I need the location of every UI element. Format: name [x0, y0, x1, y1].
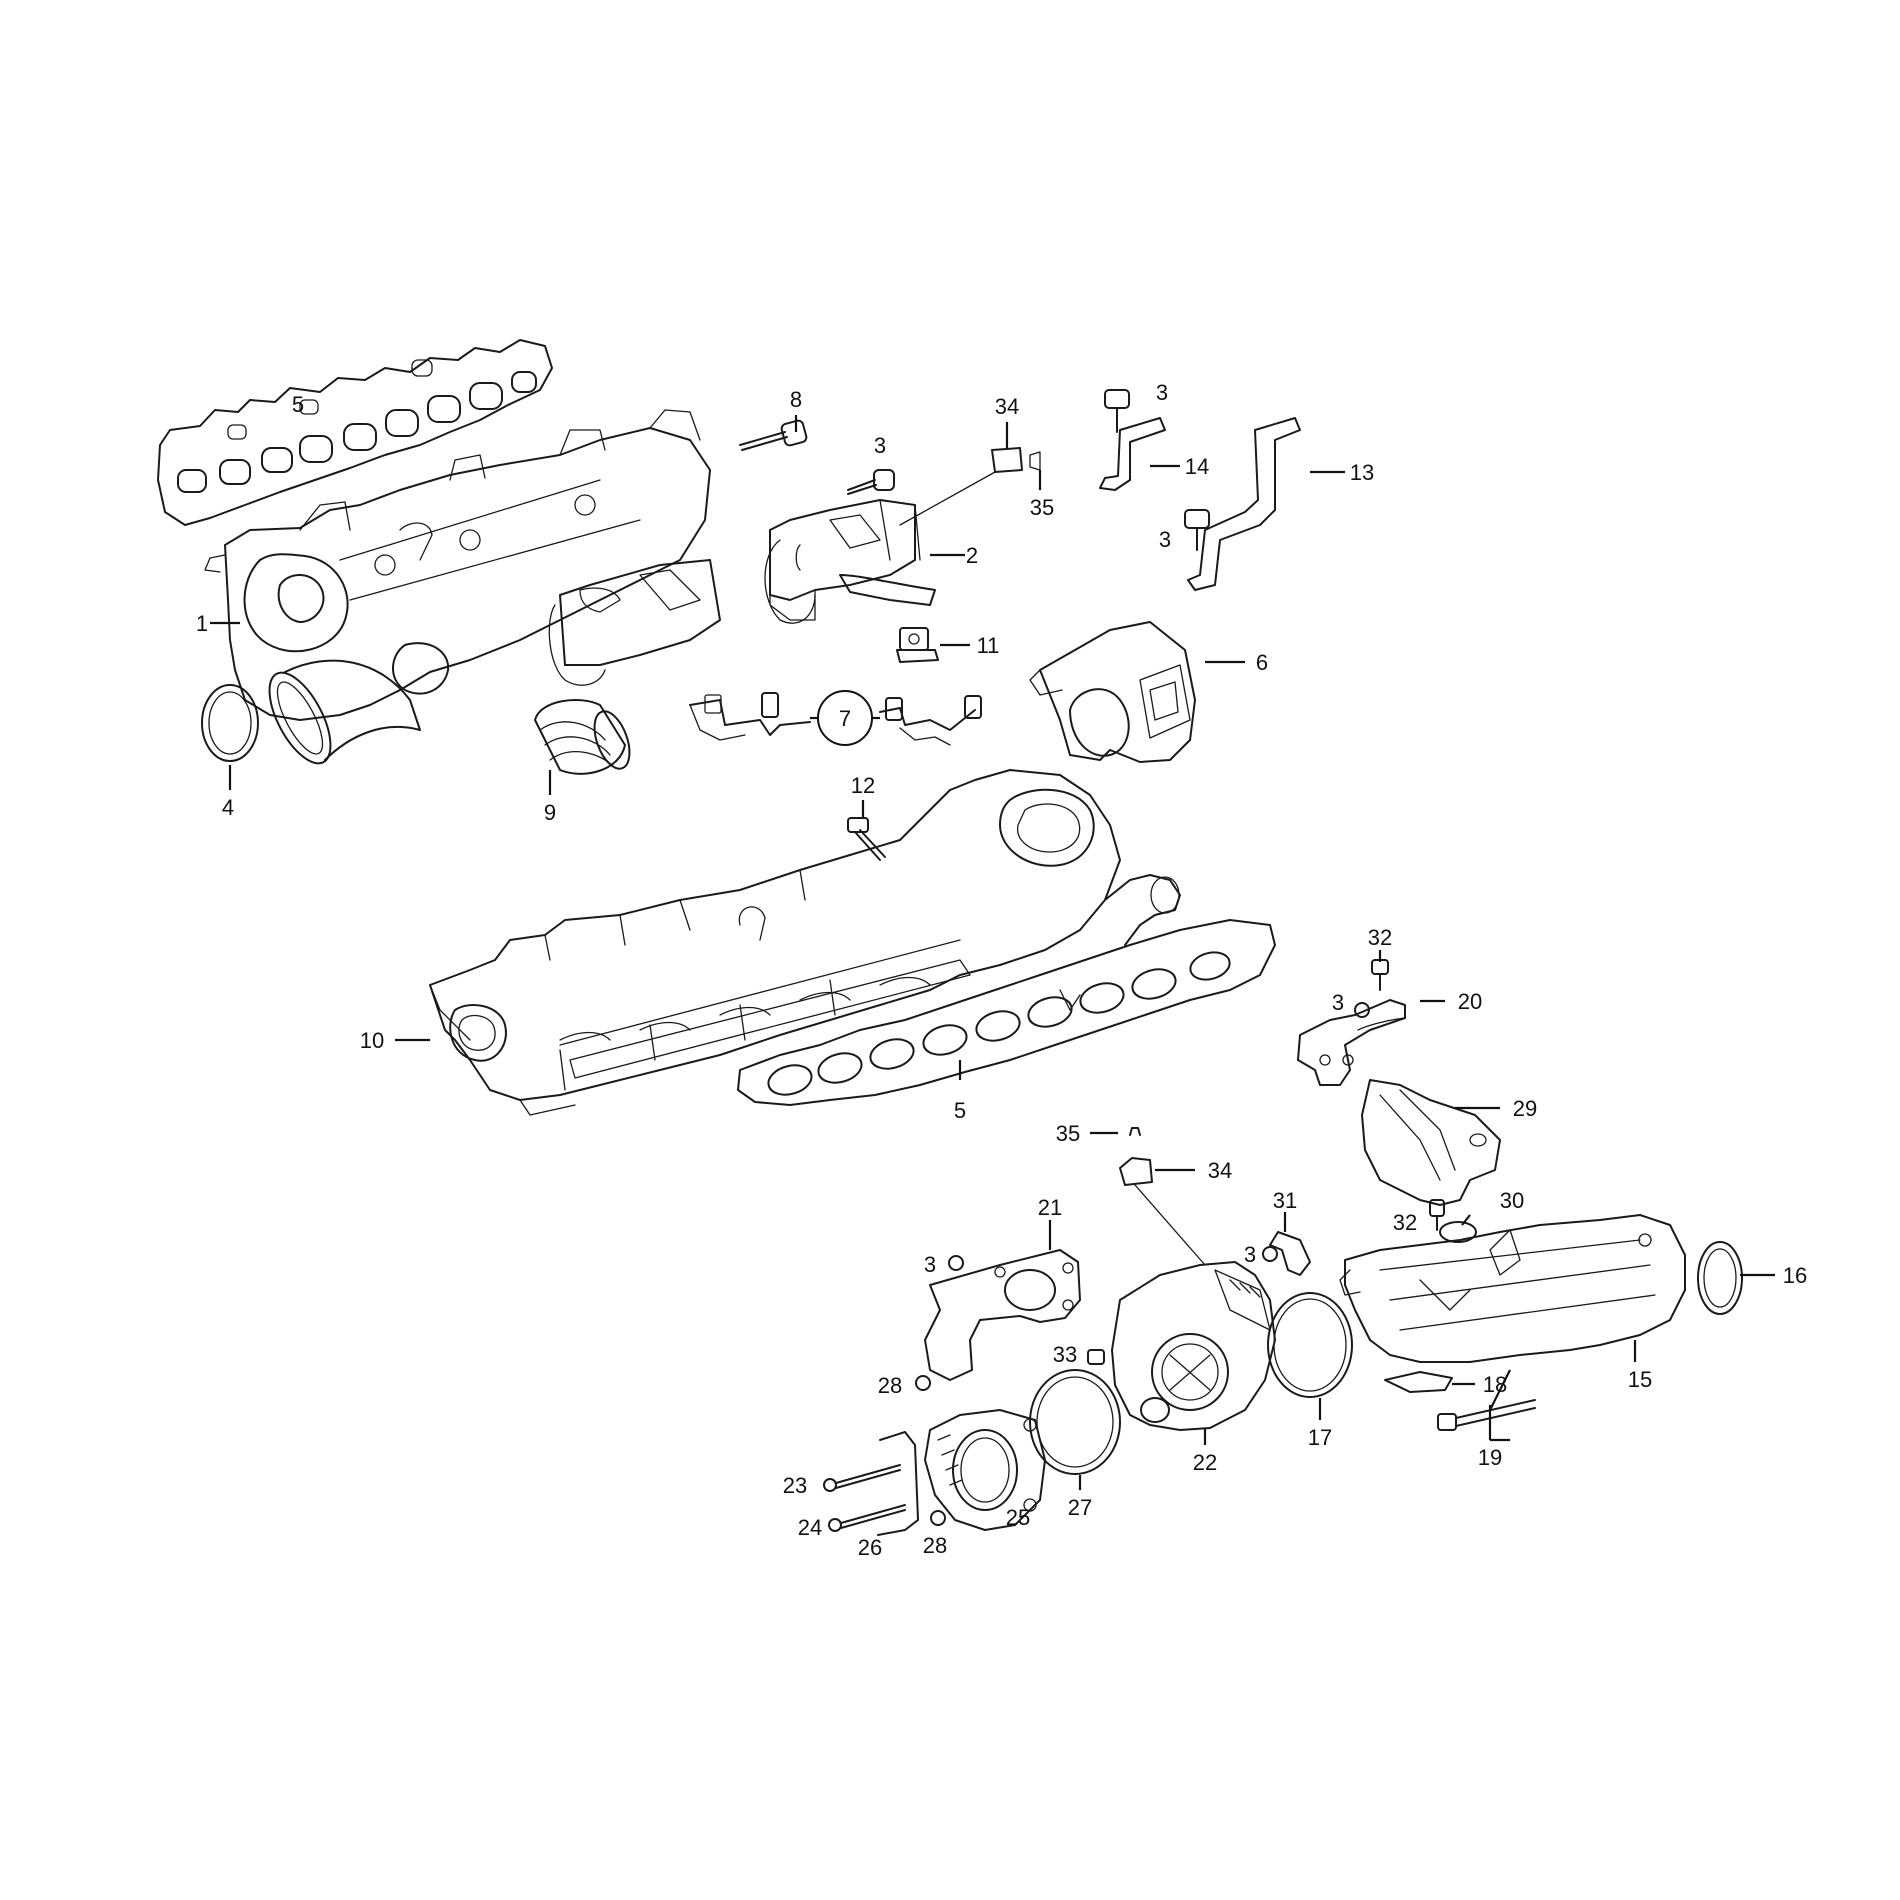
callout-3-bracket20: 3	[1332, 990, 1344, 1015]
seal-16	[1697, 1241, 1743, 1315]
connector-34-lower	[1119, 1127, 1206, 1266]
bracket-14	[1099, 417, 1166, 491]
callout-35-lower: 35	[1056, 1121, 1080, 1146]
bolt-19	[1437, 1399, 1536, 1431]
bracket-20	[1297, 999, 1406, 1086]
hose-9	[534, 699, 631, 775]
callout-18: 18	[1483, 1372, 1507, 1397]
callout-13: 13	[1350, 460, 1374, 485]
sensor-11	[896, 627, 939, 663]
bolt-24	[828, 1504, 906, 1532]
callout-33: 33	[1053, 1342, 1077, 1367]
callout-5-upper: 5	[292, 392, 304, 417]
bolt-23	[823, 1464, 901, 1492]
callout-12: 12	[851, 773, 875, 798]
callout-19: 19	[1478, 1445, 1502, 1470]
callout-16: 16	[1783, 1263, 1807, 1288]
bolt-3-d	[1354, 1002, 1370, 1018]
intake-gasket-lower	[737, 919, 1276, 1106]
bolt-3-c	[1184, 509, 1210, 551]
egr-cooler-15	[1339, 1214, 1686, 1363]
heat-shield-29	[1361, 1079, 1501, 1206]
callout-3-upper-mid: 3	[874, 433, 886, 458]
callout-5-lower: 5	[954, 1098, 966, 1123]
callout-8: 8	[790, 387, 802, 412]
bolt-12	[847, 817, 886, 861]
callout-2: 2	[966, 543, 978, 568]
inlet-elbow-pipe	[268, 659, 421, 765]
callout-31: 31	[1273, 1188, 1297, 1213]
leader-lines	[210, 415, 1775, 1490]
callout-29: 29	[1513, 1096, 1537, 1121]
gasket-30	[1439, 1221, 1477, 1243]
callout-21: 21	[1038, 1195, 1062, 1220]
callout-11: 11	[977, 633, 1000, 658]
callout-14: 14	[1185, 454, 1209, 479]
callout-28-lower: 28	[923, 1533, 947, 1558]
callout-4: 4	[222, 795, 234, 820]
callout-28-upper: 28	[878, 1373, 902, 1398]
throttle-housing-6	[1029, 621, 1196, 763]
callout-6: 6	[1256, 650, 1268, 675]
callout-17: 17	[1308, 1425, 1332, 1450]
callout-3-bracket21: 3	[924, 1252, 936, 1277]
intake-manifold-lower	[429, 769, 1181, 1116]
bolt-8	[739, 419, 808, 451]
bracket-21	[924, 1249, 1081, 1381]
egr-block-manifold	[548, 559, 721, 686]
callout-15: 15	[1628, 1367, 1652, 1392]
callout-10: 10	[360, 1028, 384, 1053]
callout-26: 26	[858, 1535, 882, 1560]
clip-26	[877, 1431, 919, 1536]
callout-34-lower: 34	[1208, 1158, 1232, 1183]
intake-manifold-upper	[204, 409, 711, 721]
callout-3-top-right: 3	[1156, 380, 1168, 405]
callout-24: 24	[798, 1515, 822, 1540]
actuator-harness-7	[689, 692, 982, 746]
bolt-3-b	[1104, 389, 1130, 433]
callout-20: 20	[1458, 989, 1482, 1014]
callout-7: 7	[839, 706, 851, 731]
connector-34-upper	[899, 447, 1041, 526]
callout-32-upper: 32	[1368, 925, 1392, 950]
intake-gasket-upper	[157, 339, 553, 526]
seal-27	[1029, 1369, 1121, 1475]
bolt-3-e	[948, 1255, 964, 1271]
bolt-3-f	[1262, 1246, 1278, 1262]
bolt-32-a	[1371, 959, 1389, 991]
o-ring-4	[201, 684, 259, 762]
callout-30: 30	[1500, 1188, 1524, 1213]
bolt-28-a	[915, 1375, 931, 1391]
callout-3-bracket13: 3	[1159, 527, 1171, 552]
callout-22: 22	[1193, 1450, 1217, 1475]
bolt-28-b	[930, 1510, 946, 1526]
egr-valve-2	[764, 499, 936, 624]
callout-3-bracket31: 3	[1244, 1242, 1256, 1267]
callout-34-upper: 34	[995, 394, 1019, 419]
bracket-31	[1269, 1231, 1311, 1276]
callout-35-upper: 35	[1030, 495, 1054, 520]
seal-17	[1267, 1292, 1353, 1398]
callout-9: 9	[544, 800, 556, 825]
callout-1: 1	[196, 611, 208, 636]
callout-27: 27	[1068, 1495, 1092, 1520]
adapter-housing-25	[924, 1409, 1046, 1531]
bolt-3-a	[847, 469, 895, 495]
callout-labels: 5 8 34 3 3 14 13 35 3 2 1 11 6 7 4 9 12 …	[196, 380, 1807, 1560]
throttle-body-22	[1111, 1261, 1276, 1431]
gasket-18	[1384, 1371, 1453, 1393]
callout-23: 23	[783, 1473, 807, 1498]
callout-32-lower: 32	[1393, 1210, 1417, 1235]
bolt-32-b	[1429, 1199, 1445, 1231]
bracket-13	[1187, 417, 1301, 591]
bolt-33	[1087, 1349, 1105, 1365]
callout-25: 25	[1006, 1505, 1030, 1530]
